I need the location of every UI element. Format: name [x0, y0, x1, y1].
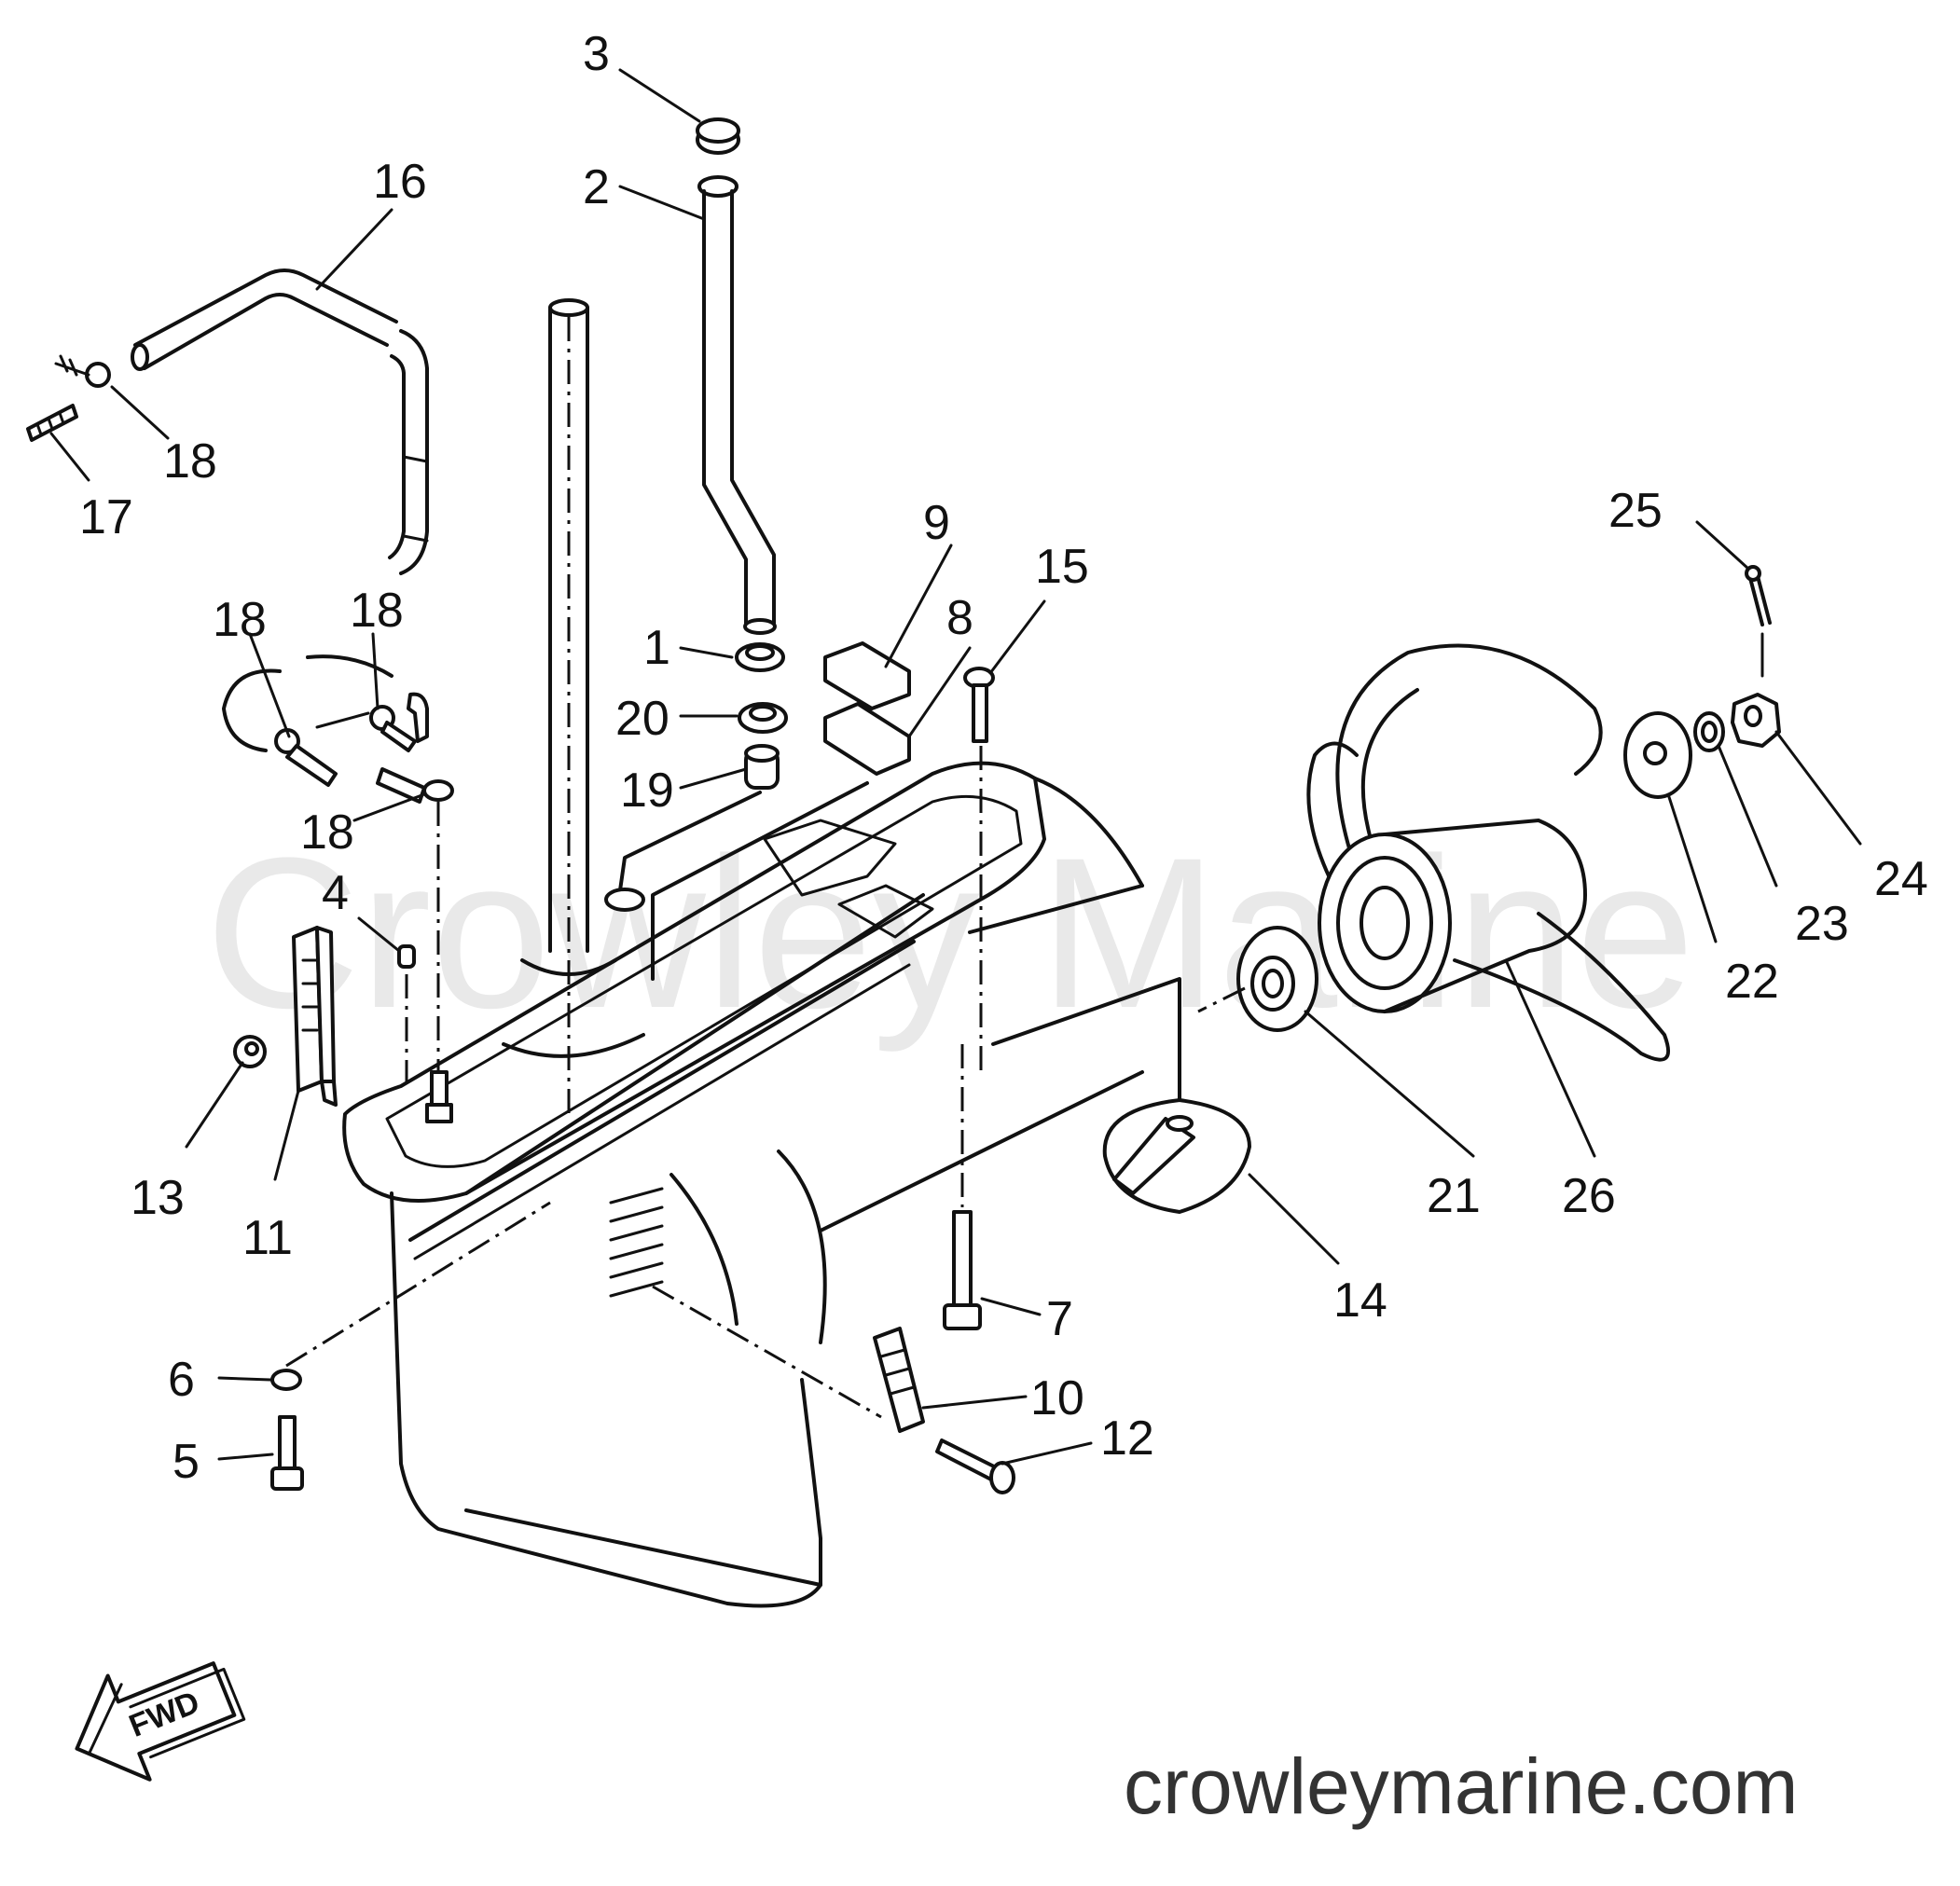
- part-13-nut[interactable]: [233, 1035, 267, 1068]
- part-4-dowel[interactable]: [397, 944, 416, 969]
- part-26-propeller[interactable]: [1306, 643, 1670, 1062]
- part-5-bolt[interactable]: [270, 1415, 304, 1491]
- part-8-rubber-block[interactable]: [823, 702, 911, 776]
- callout-24: 24: [1874, 852, 1928, 906]
- callout-13: 13: [131, 1171, 185, 1225]
- callout-11: 11: [242, 1211, 293, 1265]
- callout-22: 22: [1725, 955, 1779, 1009]
- leader-8: [651, 781, 869, 981]
- callout-leaders: [49, 68, 1862, 1466]
- callout-14: 14: [1333, 1273, 1387, 1328]
- callout-25: 25: [1608, 484, 1663, 538]
- part-2-water-pipe[interactable]: [697, 175, 777, 635]
- part-19-collar[interactable]: [744, 744, 780, 790]
- callout-20: 20: [615, 692, 669, 746]
- watermark-text: Crowley Marine: [205, 813, 1695, 1053]
- callout-7: 7: [1046, 1292, 1073, 1346]
- callout-18-left: 18: [213, 593, 267, 647]
- part-21-thrust-washer[interactable]: [1236, 926, 1318, 1032]
- callout-10: 10: [1030, 1371, 1084, 1425]
- callout-2: 2: [583, 160, 610, 214]
- part-1-grommet[interactable]: [735, 642, 785, 672]
- part-7-bolt[interactable]: [943, 1210, 982, 1330]
- part-collar-seat: [604, 888, 645, 912]
- callout-3: 3: [583, 27, 610, 81]
- part-12-screw[interactable]: [935, 1439, 1015, 1494]
- leader-19: [618, 791, 762, 892]
- ventilation-ribs: [609, 1187, 664, 1298]
- callout-9: 9: [923, 496, 950, 550]
- part-3-grommet[interactable]: [696, 117, 740, 155]
- part-17-connector[interactable]: [26, 404, 78, 442]
- part-18-fitting-right[interactable]: [369, 692, 429, 752]
- part-15-bolt[interactable]: [963, 667, 995, 743]
- callout-21: 21: [1427, 1169, 1481, 1223]
- callout-18-top: 18: [163, 434, 217, 489]
- callout-19: 19: [620, 764, 674, 818]
- callout-16: 16: [373, 155, 427, 209]
- callout-8: 8: [946, 591, 973, 645]
- part-18-fitting-left[interactable]: [274, 711, 370, 787]
- part-14-trim-tab[interactable]: [1102, 1098, 1251, 1214]
- part-10-anode[interactable]: [873, 1327, 925, 1433]
- part-11-anode[interactable]: [292, 926, 338, 1107]
- callout-17: 17: [79, 490, 133, 544]
- part-6-washer[interactable]: [270, 1369, 302, 1391]
- callout-15: 15: [1035, 540, 1089, 594]
- part-16-hose-loop: [222, 668, 282, 752]
- callout-5: 5: [173, 1435, 200, 1489]
- bolt-left-plate: [425, 1070, 453, 1123]
- part-24-nut[interactable]: [1731, 693, 1781, 748]
- part-23-washer[interactable]: [1693, 711, 1725, 752]
- callout-12: 12: [1100, 1411, 1154, 1466]
- callout-26: 26: [1562, 1169, 1616, 1223]
- drive-shaft-tube: [502, 298, 645, 1058]
- part-18-fitting-upper[interactable]: [54, 354, 111, 388]
- footer-url: crowleymarine.com: [1124, 1742, 1799, 1830]
- part-25-cotter-pin[interactable]: [1745, 565, 1772, 626]
- fwd-arrow-icon: FWD: [75, 1661, 246, 1782]
- callout-4: 4: [322, 866, 349, 920]
- part-16-hose[interactable]: [131, 268, 429, 575]
- callout-18-right: 18: [350, 584, 404, 638]
- lower-case-housing[interactable]: [342, 761, 1144, 1608]
- part-18-fitting-lower[interactable]: [376, 767, 454, 804]
- callout-6: 6: [168, 1353, 195, 1407]
- part-9-rubber-block[interactable]: [823, 641, 911, 710]
- part-22-spacer[interactable]: [1623, 711, 1692, 799]
- callout-18-lower: 18: [300, 805, 354, 860]
- callout-numbers: 3 2 16 18 17 18 18 18 1 20 19 9 8 15 25 …: [79, 27, 1928, 1489]
- callout-1: 1: [643, 621, 670, 675]
- callout-23: 23: [1795, 897, 1849, 951]
- part-20-seal[interactable]: [738, 702, 788, 734]
